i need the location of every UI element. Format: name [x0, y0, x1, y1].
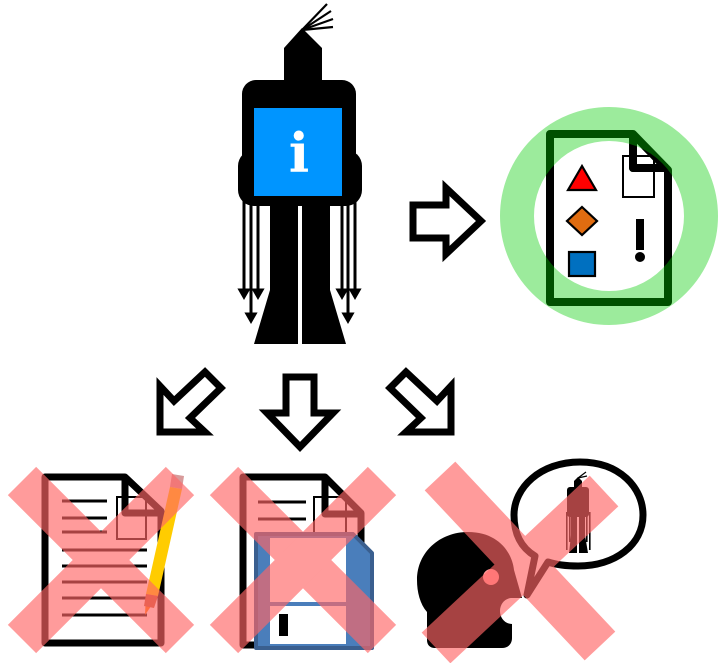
forbidden-edit-document — [7, 466, 195, 654]
square-shape-icon — [567, 250, 597, 278]
info-box — [254, 108, 342, 196]
arrow-right-icon — [409, 179, 487, 263]
forbidden-speak-about-robot — [417, 458, 647, 663]
forbidden-save-document — [209, 466, 397, 654]
arrow-down-icon — [258, 373, 342, 453]
info-icon: i — [289, 121, 310, 185]
arrow-down-right-icon — [385, 367, 455, 436]
robot-head — [284, 28, 322, 82]
exclamation-icon — [636, 219, 644, 250]
diamond-shape-icon — [565, 205, 599, 237]
robot-fringes — [237, 200, 362, 325]
inner-page-icon — [622, 155, 655, 198]
allowed-document-group — [500, 107, 718, 325]
allowed-ring — [500, 107, 718, 325]
antenna-icon — [301, 3, 334, 32]
robot-leg-left — [254, 204, 298, 344]
cross-icon — [421, 461, 619, 663]
arrow-down-left-icon — [156, 367, 226, 436]
robot-leg-right — [302, 204, 346, 344]
triangle-shape-icon — [566, 163, 598, 192]
cross-icon — [7, 466, 195, 654]
cross-icon — [209, 466, 397, 654]
robot-figure: i — [237, 3, 362, 344]
